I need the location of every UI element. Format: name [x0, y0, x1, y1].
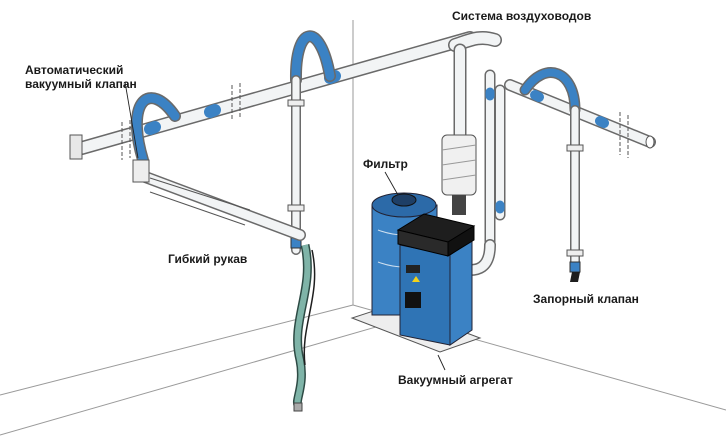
- left-main-duct: [69, 31, 477, 160]
- silencer: [441, 134, 477, 215]
- riser-ducts: [448, 30, 506, 276]
- middle-drop: [287, 30, 336, 255]
- left-drop-hook: [130, 92, 181, 166]
- shutoff-valve-part: [570, 272, 580, 282]
- flexible-hose: [292, 244, 316, 412]
- flexible-arm: [132, 159, 306, 241]
- wall-mount-bracket: [69, 134, 83, 160]
- label-vacuum-unit: Вакуумный агрегат: [398, 373, 513, 387]
- label-duct-system: Система воздуховодов: [452, 9, 592, 23]
- label-shutoff-valve: Запорный клапан: [533, 292, 639, 306]
- right-drop: [519, 67, 584, 282]
- label-flexible-hose: Гибкий рукав: [168, 252, 248, 266]
- leader-lines: [124, 81, 446, 371]
- label-auto-valve-line1: Автоматический: [25, 63, 124, 77]
- label-filter: Фильтр: [363, 157, 408, 171]
- vacuum-unit: [350, 192, 482, 353]
- label-auto-valve-line2: вакуумный клапан: [25, 77, 137, 91]
